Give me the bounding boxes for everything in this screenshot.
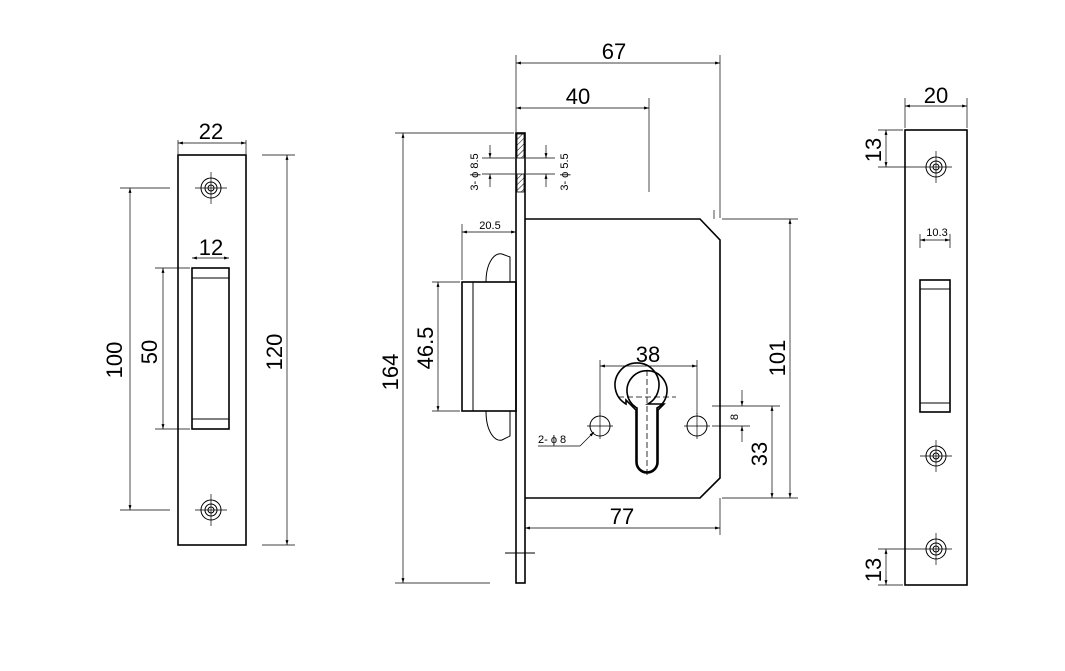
dim-total-depth: 67 (602, 39, 626, 64)
right-strike-plate: 20 13 10.3 13 (861, 83, 968, 586)
dim-right-top-hole: 13 (861, 138, 886, 162)
left-strike-outline (177, 154, 247, 546)
right-middle-screw-hole (920, 440, 952, 472)
dim-latch-height: 46.5 (413, 327, 438, 370)
latch-bolt (461, 253, 517, 441)
dim-cylinder-center: 33 (747, 442, 772, 466)
fix-holes-note: 2- ϕ 8 (538, 434, 566, 446)
dim-left-hole-spacing: 100 (102, 342, 127, 379)
dim-case-width: 77 (610, 504, 634, 529)
dim-left-width: 22 (199, 119, 223, 144)
left-strike-plate: 22 12 100 50 120 (102, 119, 295, 546)
faceplate (515, 132, 526, 584)
dim-backset: 40 (566, 84, 590, 109)
dim-right-width: 20 (924, 83, 948, 108)
dim-cylinder-offset: 8 (729, 414, 741, 420)
left-strike-slot (191, 267, 230, 430)
dim-faceplate-height: 164 (378, 354, 403, 391)
dim-left-slot-height: 50 (137, 340, 162, 364)
lock-case (525, 218, 721, 499)
lock-body: 67 40 3- ϕ 8.5 3- ϕ 5.5 20.5 46.5 164 (378, 39, 798, 584)
left-bottom-screw-hole (195, 494, 227, 526)
right-strike-outline (904, 129, 968, 586)
right-bottom-screw-hole (920, 533, 952, 565)
dim-latch-throw: 20.5 (479, 220, 500, 232)
hole-note-5-5: 3- ϕ 5.5 (559, 153, 571, 190)
right-top-screw-hole (920, 151, 952, 183)
hole-note-8-5: 3- ϕ 8.5 (469, 153, 481, 190)
dim-case-height: 101 (765, 340, 790, 377)
cylinder-cutout (587, 362, 710, 478)
right-strike-slot (919, 279, 951, 413)
dim-right-bottom-hole: 13 (861, 558, 886, 582)
dim-left-slot-width: 12 (199, 235, 223, 260)
dim-cylinder-width: 38 (636, 342, 660, 367)
dim-left-height: 120 (262, 334, 287, 371)
dim-right-slot-width: 10.3 (926, 227, 947, 239)
left-top-screw-hole (195, 172, 227, 204)
